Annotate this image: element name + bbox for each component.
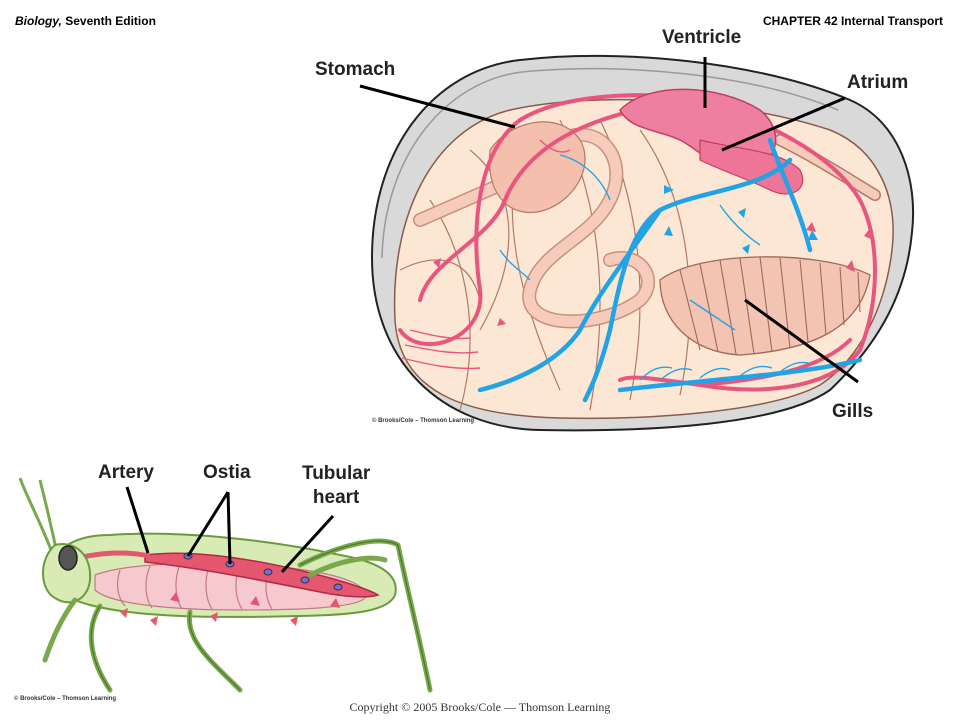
ostium [300, 576, 310, 584]
label-ostia: Ostia [203, 462, 251, 483]
clam-diagram [370, 54, 915, 432]
ostium [263, 568, 273, 576]
label-tubular-heart-line2: heart [312, 487, 360, 508]
tubular-heart-leader [280, 514, 335, 574]
header-chapter: CHAPTER 42 Internal Transport [762, 14, 943, 28]
gills-leader [744, 298, 859, 384]
ostium [333, 583, 343, 591]
label-artery: Artery [98, 462, 154, 483]
grasshopper-diagram [18, 477, 433, 693]
label-ventricle: Ventricle [662, 27, 742, 48]
label-atrium: Atrium [847, 72, 909, 93]
label-stomach: Stomach [315, 59, 396, 80]
ostia-leader-1 [186, 491, 230, 557]
clam-credit: © Brooks/Cole – Thomson Learning [372, 418, 475, 424]
grasshopper-eye [58, 545, 78, 571]
stomach-leader [359, 84, 516, 129]
artery-leader [125, 486, 150, 554]
atrium-leader [721, 96, 846, 152]
grasshopper-credit: © Brooks/Cole – Thomson Learning [14, 696, 117, 702]
clam-atrium [699, 139, 804, 195]
header-book-title: Biology, Seventh Edition [15, 14, 156, 28]
ostia-leader-2 [226, 491, 232, 565]
clam-gills [659, 256, 871, 356]
middle-leg [186, 609, 243, 693]
tubular-heart [144, 552, 380, 598]
label-gills: Gills [832, 401, 874, 422]
footer-copyright: Copyright © 2005 Brooks/Cole — Thomson L… [349, 700, 611, 714]
label-tubular-heart-line1: Tubular [302, 463, 371, 484]
label-tubular-heart: Tubular heart [302, 462, 370, 510]
